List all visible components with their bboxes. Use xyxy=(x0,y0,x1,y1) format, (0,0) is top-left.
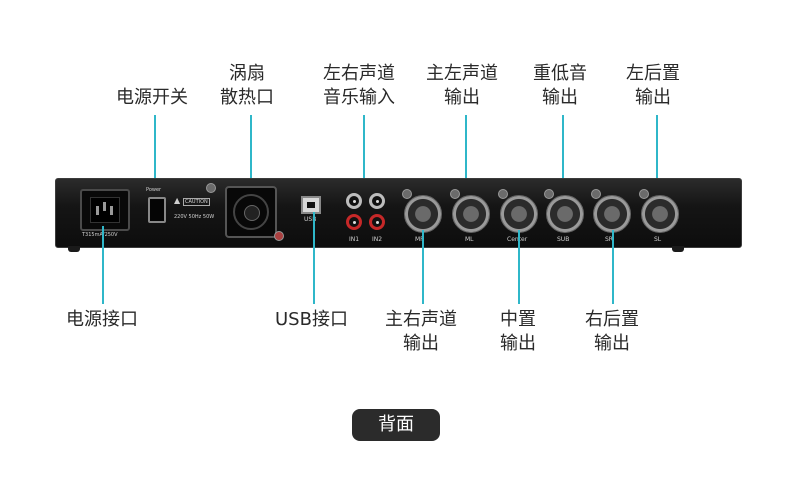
screw-icon xyxy=(544,189,554,199)
screw-icon xyxy=(274,231,284,241)
fuse-rating: T315mA/250V xyxy=(82,232,118,238)
power-switch-label: Power xyxy=(146,187,162,193)
leader-power-port xyxy=(102,226,104,304)
sub-label: SUB xyxy=(557,236,570,243)
center-label: Center xyxy=(507,236,527,243)
fan-vent-icon xyxy=(225,186,277,238)
label-center-output: 中置输出 xyxy=(500,309,536,354)
screw-icon xyxy=(639,189,649,199)
leader-music-input xyxy=(363,115,365,193)
power-socket-icon xyxy=(80,189,130,231)
screw-icon xyxy=(591,189,601,199)
xlr-jack-sub xyxy=(546,195,584,233)
panel-foot-left xyxy=(68,246,80,252)
screw-icon xyxy=(498,189,508,199)
rca-jack-in2-red xyxy=(369,214,385,230)
label-main-right-output: 主右声道输出 xyxy=(385,309,457,354)
label-usb-port: USB接口 xyxy=(275,309,348,330)
leader-main-right xyxy=(422,230,424,304)
screw-icon xyxy=(206,183,216,193)
caution-label: CAUTION xyxy=(183,198,210,206)
xlr-jack-sr xyxy=(593,195,631,233)
label-main-left-output: 主左声道输出 xyxy=(426,63,498,108)
sr-label: SR xyxy=(605,236,613,243)
label-subwoofer-output: 重低音输出 xyxy=(533,63,587,108)
panel-foot-right xyxy=(672,246,684,252)
screw-icon xyxy=(402,189,412,199)
warning-triangle-icon: ▲ xyxy=(174,196,181,205)
rca-jack-in2-white xyxy=(369,193,385,209)
rca-jack-in1-white xyxy=(346,193,362,209)
leader-fan xyxy=(250,115,252,189)
rca-jack-in1-red xyxy=(346,214,362,230)
screw-icon xyxy=(450,189,460,199)
xlr-jack-sl xyxy=(641,195,679,233)
usb-port-label: USB xyxy=(304,216,317,223)
sl-label: SL xyxy=(654,236,662,243)
xlr-jack-mr xyxy=(404,195,442,233)
xlr-jack-ml xyxy=(452,195,490,233)
leader-center xyxy=(518,230,520,304)
in1-label: IN1 xyxy=(349,236,360,243)
ml-label: ML xyxy=(465,236,474,243)
label-left-rear-output: 左后置输出 xyxy=(626,63,680,108)
label-power-switch: 电源开关 xyxy=(116,87,188,108)
view-badge: 背面 xyxy=(352,409,440,441)
leader-power-switch xyxy=(154,115,156,199)
power-switch[interactable] xyxy=(148,197,166,223)
leader-main-left xyxy=(465,115,467,191)
xlr-jack-center xyxy=(500,195,538,233)
label-music-input: 左右声道音乐输入 xyxy=(323,63,395,108)
label-power-port: 电源接口 xyxy=(66,309,138,330)
label-fan-vent: 涡扇散热口 xyxy=(220,63,274,108)
leader-right-rear xyxy=(612,230,614,304)
leader-left-rear xyxy=(656,115,658,191)
leader-subwoofer xyxy=(562,115,564,191)
usb-port-icon xyxy=(301,196,321,214)
label-right-rear-output: 右后置输出 xyxy=(585,309,639,354)
leader-usb xyxy=(313,212,315,304)
voltage-label: 220V 50Hz 50W xyxy=(174,214,215,220)
mr-label: MR xyxy=(415,236,425,243)
in2-label: IN2 xyxy=(372,236,383,243)
